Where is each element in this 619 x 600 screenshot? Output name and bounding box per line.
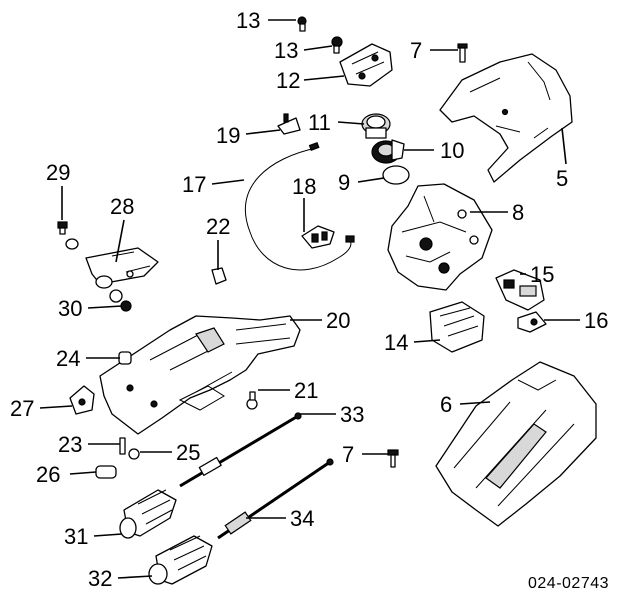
part-22-clip (211, 267, 227, 285)
callout-26: 26 (36, 462, 60, 487)
part-19-clip (277, 113, 301, 135)
leader-19 (245, 129, 281, 135)
part-7-screw-lower (387, 449, 399, 468)
leader-14 (413, 339, 441, 343)
callout-18: 18 (292, 174, 316, 199)
callout-16: 16 (584, 308, 608, 333)
part-34-lower-shaft (217, 458, 334, 540)
callout-5: 5 (556, 166, 568, 191)
leader-6 (459, 401, 491, 405)
diagram-reference-code: 024-02743 (528, 575, 609, 592)
part-7-screw-upper (457, 43, 468, 63)
callout-33: 33 (340, 402, 364, 427)
callout-10: 10 (440, 138, 464, 163)
leader-27 (39, 405, 73, 409)
leader-17 (211, 179, 245, 185)
leader-11 (337, 121, 365, 125)
part-11-lock-cylinder (361, 113, 391, 139)
part-12-lock-bracket (339, 43, 393, 87)
part-16-bracket (517, 311, 547, 333)
callout-21: 21 (294, 378, 318, 403)
callout-27: 27 (10, 396, 34, 421)
part-33-steering-shaft (179, 412, 302, 488)
part-29-screw (57, 221, 68, 235)
callout-32: 32 (88, 566, 112, 591)
callout-12: 12 (276, 68, 300, 93)
callout-25: 25 (176, 440, 200, 465)
callout-19: 19 (216, 123, 240, 148)
callout-8: 8 (512, 200, 524, 225)
part-5-upper-shroud (439, 53, 573, 183)
leader-12 (303, 75, 345, 81)
callout-31: 31 (64, 524, 88, 549)
part-8-lock-housing (387, 183, 493, 291)
callout-13-upper: 13 (236, 8, 260, 33)
callout-29: 29 (46, 160, 70, 185)
callout-34: 34 (290, 506, 314, 531)
part-27-clip (69, 385, 95, 415)
leader-13b (303, 45, 333, 51)
leader-31 (93, 533, 123, 537)
part-13-screw-upper (297, 16, 307, 32)
part-28-lever (65, 238, 159, 289)
callout-20: 20 (326, 308, 350, 333)
callout-9: 9 (338, 170, 350, 195)
part-20-column-housing (99, 315, 301, 435)
callout-11: 11 (308, 110, 331, 135)
part-14-module (429, 301, 485, 353)
callout-23: 23 (58, 432, 82, 457)
callout-22: 22 (206, 214, 230, 239)
part-30-nut (109, 289, 132, 312)
part-9-o-ring (382, 165, 410, 185)
part-23-pin (119, 437, 126, 455)
leader-5 (561, 127, 567, 165)
callout-15: 15 (530, 262, 554, 287)
part-17-cable (244, 141, 355, 271)
part-18-bracket (301, 225, 335, 249)
leader-28 (115, 219, 125, 263)
part-31-switch (119, 489, 177, 539)
leader-9 (357, 177, 385, 183)
callout-24: 24 (56, 346, 80, 371)
leader-32 (117, 575, 153, 579)
callout-28: 28 (110, 194, 134, 219)
callout-30: 30 (58, 296, 82, 321)
part-24-bushing (118, 351, 132, 365)
part-15-switch (495, 269, 545, 311)
callout-17: 17 (182, 172, 206, 197)
callout-6: 6 (440, 392, 452, 417)
callout-13-lower: 13 (274, 38, 298, 63)
part-13-screw-lower (331, 36, 343, 54)
part-25-ring (128, 448, 140, 460)
part-26-sleeve (95, 465, 117, 479)
callout-7-upper: 7 (410, 38, 422, 63)
part-10-ignition-switch (371, 139, 405, 164)
leader-30 (87, 305, 123, 309)
leader-26 (69, 471, 97, 475)
part-6-lower-shroud (435, 361, 597, 527)
part-21-bolt (246, 391, 258, 410)
callout-7-lower: 7 (342, 442, 354, 467)
part-32-switch (148, 535, 213, 585)
callout-14: 14 (384, 330, 408, 355)
